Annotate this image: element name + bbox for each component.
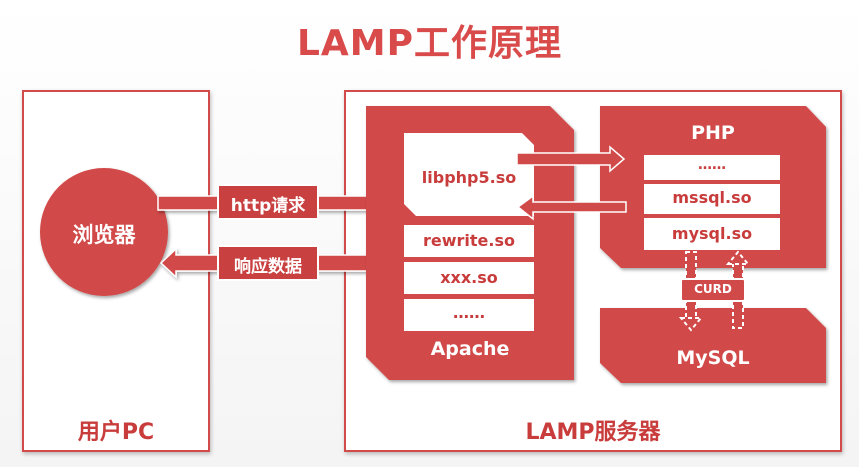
client-panel-label: 用户PC xyxy=(77,420,155,445)
rewrite-module-box xyxy=(404,225,534,257)
browser-node xyxy=(40,168,168,296)
php-ext-box-1 xyxy=(644,155,780,180)
mysql-title: MySQL xyxy=(676,347,750,369)
browser-label: 浏览器 xyxy=(72,223,136,247)
apache-module-xxx: xxx.so xyxy=(440,268,498,287)
xxx-module-box xyxy=(404,262,534,294)
php-ext-box-3 xyxy=(644,218,780,250)
libphp5-module-box xyxy=(404,133,534,216)
curd-label-box xyxy=(680,278,746,302)
php-ext-more: …… xyxy=(698,157,726,173)
request-label-box xyxy=(217,184,319,220)
php-title: PHP xyxy=(691,122,735,144)
request-label: http请求 xyxy=(230,196,306,216)
page-title: LAMP工作原理 xyxy=(296,23,562,64)
apache-to-php-arrow xyxy=(516,145,626,173)
apache-module-rewrite: rewrite.so xyxy=(423,231,515,250)
more-module-box xyxy=(404,299,534,331)
response-label-box xyxy=(217,245,319,281)
php-to-apache-arrow xyxy=(516,194,627,221)
php-ext-box-2 xyxy=(644,184,780,214)
apache-module-more: …… xyxy=(453,303,485,322)
php-ext-mssql: mssql.so xyxy=(672,188,752,207)
mysql-box xyxy=(600,308,826,383)
response-label: 响应数据 xyxy=(234,257,302,277)
apache-title: Apache xyxy=(430,338,510,360)
php-ext-mysql: mysql.so xyxy=(671,224,753,243)
apache-module-libphp5: libphp5.so xyxy=(421,168,517,187)
server-panel-label: LAMP服务器 xyxy=(525,420,661,445)
curd-label: CURD xyxy=(694,282,732,296)
